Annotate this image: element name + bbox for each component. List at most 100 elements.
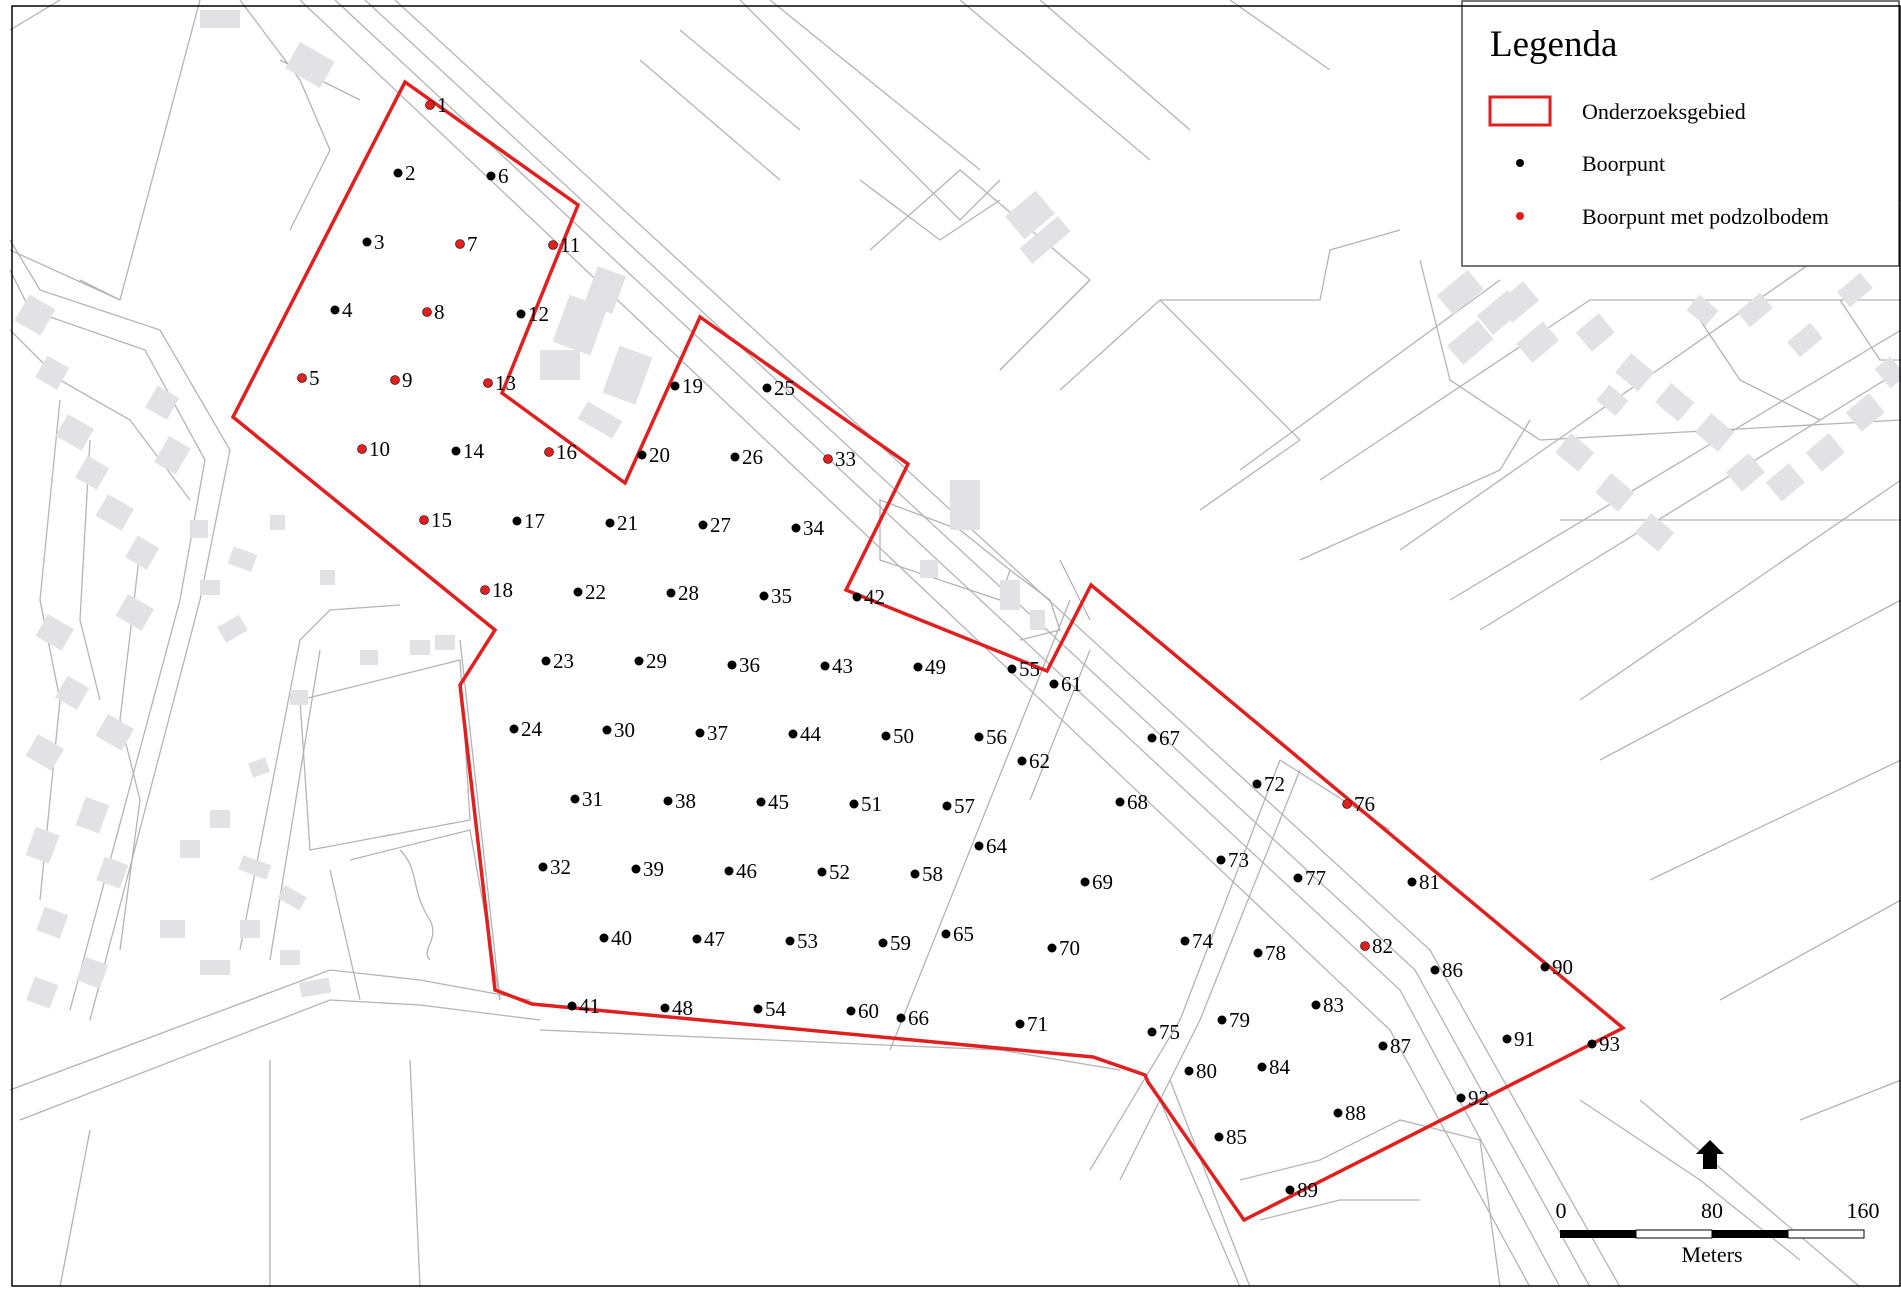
point-marker[interactable] (692, 934, 702, 944)
boring-point-31[interactable]: 31 (570, 787, 604, 811)
research-area-boundary-north[interactable] (230, 79, 1627, 1223)
boring-point-18[interactable]: 18 (480, 578, 514, 602)
point-marker[interactable] (512, 516, 522, 526)
boring-point-35[interactable]: 35 (759, 584, 793, 608)
podzol-point-marker[interactable] (357, 444, 367, 454)
boring-point-90[interactable]: 90 (1540, 955, 1574, 979)
boring-point-87[interactable]: 87 (1378, 1034, 1412, 1058)
boring-point-33[interactable]: 33 (823, 447, 857, 471)
boring-point-43[interactable]: 43 (820, 654, 854, 678)
point-marker[interactable] (974, 841, 984, 851)
boring-point-9[interactable]: 9 (390, 368, 413, 392)
boring-point-29[interactable]: 29 (634, 649, 668, 673)
boring-point-50[interactable]: 50 (881, 724, 915, 748)
point-marker[interactable] (451, 446, 461, 456)
boring-point-39[interactable]: 39 (631, 857, 665, 881)
point-marker[interactable] (1333, 1108, 1343, 1118)
point-marker[interactable] (1080, 877, 1090, 887)
point-marker[interactable] (1252, 779, 1262, 789)
boring-point-64[interactable]: 64 (974, 834, 1008, 858)
podzol-point-marker[interactable] (544, 447, 554, 457)
boring-point-78[interactable]: 78 (1253, 941, 1287, 965)
boring-point-75[interactable]: 75 (1147, 1020, 1181, 1044)
boring-point-15[interactable]: 15 (419, 508, 453, 532)
boring-point-10[interactable]: 10 (357, 437, 391, 461)
boring-point-59[interactable]: 59 (878, 931, 912, 955)
podzol-point-marker[interactable] (419, 515, 429, 525)
boring-point-86[interactable]: 86 (1430, 958, 1464, 982)
boring-point-22[interactable]: 22 (573, 580, 607, 604)
point-marker[interactable] (698, 520, 708, 530)
boring-point-27[interactable]: 27 (698, 513, 732, 537)
point-marker[interactable] (724, 866, 734, 876)
point-marker[interactable] (788, 729, 798, 739)
point-marker[interactable] (602, 725, 612, 735)
boring-point-72[interactable]: 72 (1252, 772, 1286, 796)
podzol-point-marker[interactable] (483, 378, 493, 388)
boring-point-80[interactable]: 80 (1184, 1059, 1218, 1083)
boring-point-16[interactable]: 16 (544, 440, 578, 464)
point-marker[interactable] (393, 168, 403, 178)
point-marker[interactable] (362, 237, 372, 247)
boring-point-52[interactable]: 52 (817, 860, 851, 884)
boring-point-7[interactable]: 7 (455, 232, 478, 256)
boring-point-44[interactable]: 44 (788, 722, 822, 746)
point-marker[interactable] (849, 799, 859, 809)
point-marker[interactable] (756, 797, 766, 807)
point-marker[interactable] (663, 796, 673, 806)
boring-point-84[interactable]: 84 (1257, 1055, 1291, 1079)
boring-point-68[interactable]: 68 (1115, 790, 1149, 814)
boring-point-30[interactable]: 30 (602, 718, 636, 742)
boring-point-42[interactable]: 42 (852, 585, 886, 609)
point-marker[interactable] (791, 523, 801, 533)
boring-point-54[interactable]: 54 (753, 997, 787, 1021)
point-marker[interactable] (1430, 965, 1440, 975)
boring-point-51[interactable]: 51 (849, 792, 883, 816)
boring-point-88[interactable]: 88 (1333, 1101, 1367, 1125)
boring-point-56[interactable]: 56 (974, 725, 1008, 749)
boring-point-8[interactable]: 8 (422, 300, 445, 324)
point-marker[interactable] (1147, 733, 1157, 743)
point-marker[interactable] (1502, 1034, 1512, 1044)
boring-point-49[interactable]: 49 (913, 655, 947, 679)
boring-point-24[interactable]: 24 (509, 717, 543, 741)
point-marker[interactable] (1378, 1041, 1388, 1051)
boring-point-76[interactable]: 76 (1342, 792, 1376, 816)
boring-point-1[interactable]: 1 (425, 93, 448, 117)
research-area[interactable] (230, 79, 1627, 1223)
boring-point-19[interactable]: 19 (670, 374, 704, 398)
boring-point-14[interactable]: 14 (451, 439, 485, 463)
boring-point-57[interactable]: 57 (942, 794, 976, 818)
boring-point-17[interactable]: 17 (512, 509, 546, 533)
boring-point-89[interactable]: 89 (1285, 1178, 1319, 1202)
point-marker[interactable] (666, 588, 676, 598)
boring-point-81[interactable]: 81 (1407, 870, 1441, 894)
point-marker[interactable] (913, 662, 923, 672)
point-marker[interactable] (1293, 873, 1303, 883)
boring-point-48[interactable]: 48 (660, 996, 694, 1020)
point-marker[interactable] (762, 383, 772, 393)
point-marker[interactable] (570, 794, 580, 804)
point-marker[interactable] (509, 724, 519, 734)
boring-point-20[interactable]: 20 (637, 443, 671, 467)
boring-point-40[interactable]: 40 (599, 926, 633, 950)
boring-point-83[interactable]: 83 (1311, 993, 1345, 1017)
point-marker[interactable] (759, 591, 769, 601)
point-marker[interactable] (637, 450, 647, 460)
point-marker[interactable] (1253, 948, 1263, 958)
point-marker[interactable] (1217, 1015, 1227, 1025)
point-marker[interactable] (727, 660, 737, 670)
boring-point-34[interactable]: 34 (791, 516, 825, 540)
boring-point-2[interactable]: 2 (393, 161, 416, 185)
point-marker[interactable] (817, 867, 827, 877)
point-marker[interactable] (573, 587, 583, 597)
point-marker[interactable] (567, 1001, 577, 1011)
boring-point-69[interactable]: 69 (1080, 870, 1114, 894)
point-marker[interactable] (541, 656, 551, 666)
point-marker[interactable] (1047, 943, 1057, 953)
boring-point-37[interactable]: 37 (695, 721, 729, 745)
boring-point-55[interactable]: 55 (1007, 657, 1041, 681)
point-marker[interactable] (878, 938, 888, 948)
point-marker[interactable] (1311, 1000, 1321, 1010)
